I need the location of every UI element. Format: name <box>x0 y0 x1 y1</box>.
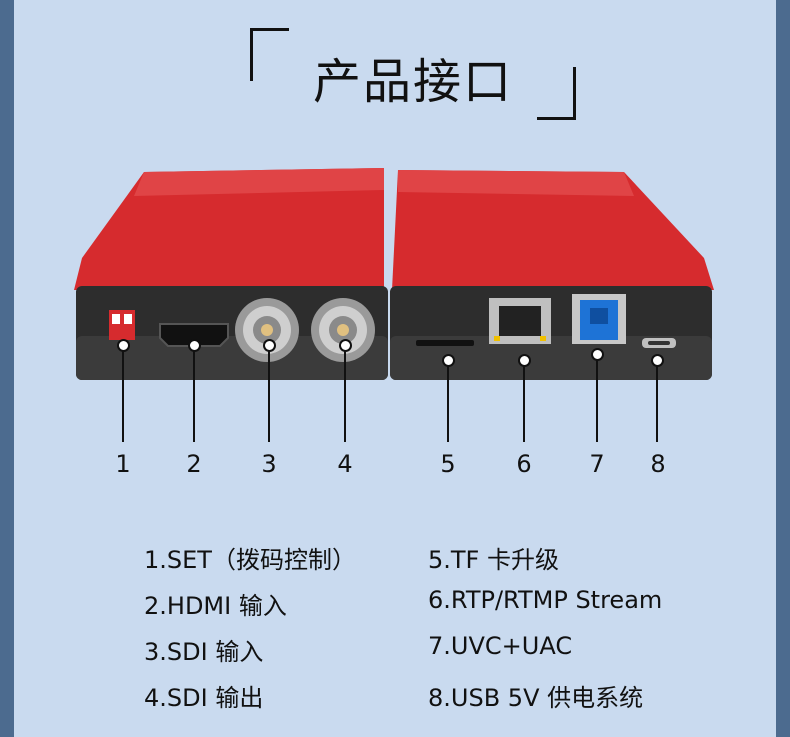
label-sdi-output: 4.SDI 输出 <box>144 684 264 712</box>
label-uvc-uac: 7.UVC+UAC <box>428 632 573 660</box>
callout-number-2: 2 <box>186 450 202 478</box>
title-bracket-left <box>250 28 289 81</box>
callout-line-2 <box>193 350 195 442</box>
label-hdmi-input: 2.HDMI 输入 <box>144 592 287 620</box>
callout-number-3: 3 <box>261 450 277 478</box>
sdi-in-connector <box>235 298 299 362</box>
callout-number-1: 1 <box>115 450 131 478</box>
callout-line-6 <box>523 365 525 442</box>
page-title: 产品接口 <box>312 54 513 110</box>
right-device <box>390 170 714 380</box>
device-illustration <box>74 168 714 380</box>
title-frame: 产品接口 <box>250 28 576 120</box>
left-device-top-face <box>74 168 384 290</box>
title-bracket-right <box>537 67 576 120</box>
product-interface-panel: 产品接口 <box>14 0 776 737</box>
callout-line-3 <box>268 350 270 442</box>
right-device-top-highlight <box>398 170 634 196</box>
hdmi-port-icon <box>159 323 229 347</box>
label-usb-power: 8.USB 5V 供电系统 <box>428 684 644 712</box>
callout-number-4: 4 <box>337 450 353 478</box>
tf-card-slot <box>416 340 474 346</box>
right-device-top-face <box>392 170 714 290</box>
left-device-front-bottom <box>76 336 388 380</box>
left-device <box>74 168 388 380</box>
label-sdi-input: 3.SDI 输入 <box>144 638 264 666</box>
callout-number-6: 6 <box>516 450 532 478</box>
callout-line-7 <box>596 359 598 442</box>
callout-number-5: 5 <box>440 450 456 478</box>
callout-number-7: 7 <box>589 450 605 478</box>
callout-line-4 <box>344 350 346 442</box>
callout-line-1 <box>122 350 124 442</box>
sdi-out-connector <box>311 298 375 362</box>
label-tf-card: 5.TF 卡升级 <box>428 546 559 574</box>
callout-line-8 <box>656 365 658 442</box>
label-rtp-stream: 6.RTP/RTMP Stream <box>428 586 663 614</box>
callout-number-8: 8 <box>650 450 666 478</box>
right-device-front-bottom <box>390 336 712 380</box>
left-device-top-highlight <box>134 168 384 196</box>
callout-line-5 <box>447 365 449 442</box>
label-set: 1.SET（拨码控制） <box>144 546 356 574</box>
